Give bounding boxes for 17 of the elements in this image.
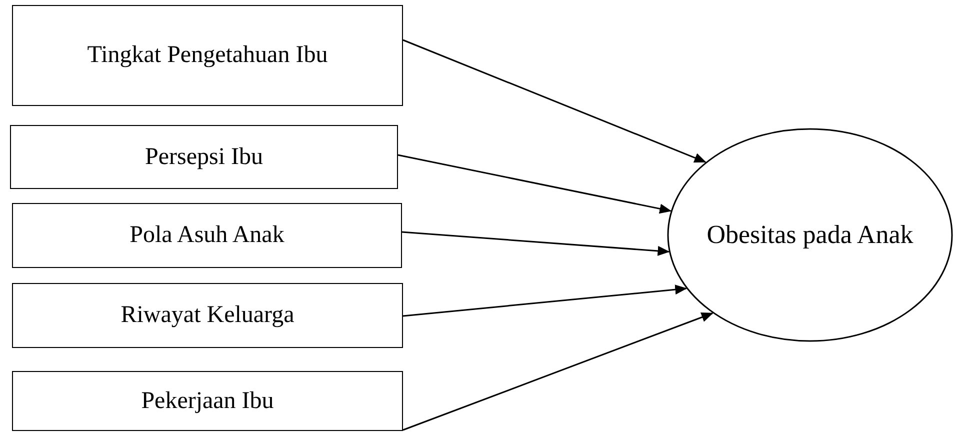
node-label: Persepsi Ibu	[145, 142, 263, 172]
ellipse-node	[667, 128, 953, 342]
node-label: Tingkat Pengetahuan Ibu	[87, 41, 328, 70]
process-box	[12, 371, 403, 431]
node-label: Pola Asuh Anak	[130, 221, 284, 250]
arrow	[398, 154, 672, 214]
node-label: Pekerjaan Ibu	[141, 386, 274, 416]
arrow	[402, 39, 706, 163]
node-label: Riwayat Keluarga	[120, 301, 294, 330]
arrow	[402, 284, 688, 317]
arrow	[402, 312, 714, 431]
process-box	[12, 203, 402, 268]
arrow	[402, 231, 670, 256]
process-box	[10, 125, 398, 189]
node-label: Obesitas pada Anak	[706, 219, 914, 252]
process-box	[12, 283, 403, 348]
process-box	[12, 5, 403, 106]
